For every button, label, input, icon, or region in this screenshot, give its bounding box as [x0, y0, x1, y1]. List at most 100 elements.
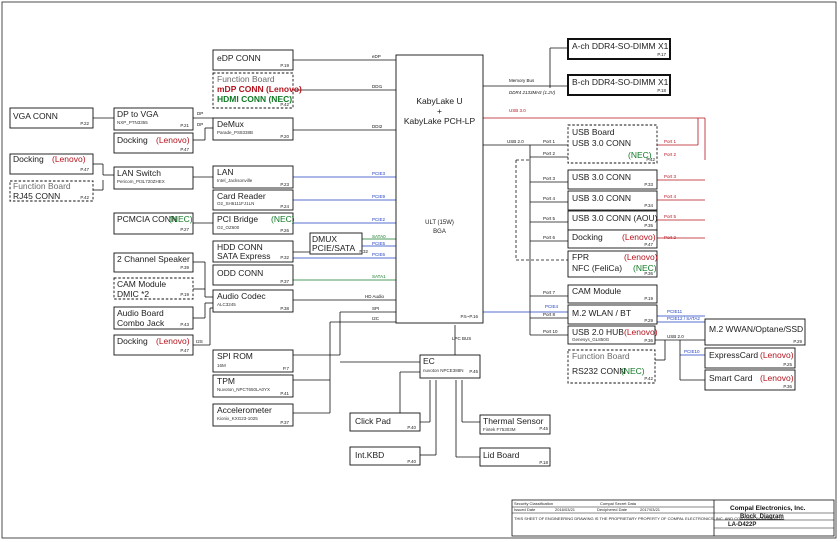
edp-conn[interactable]: eDP CONN P.19	[212, 49, 294, 71]
page-ref: P.7	[283, 366, 290, 371]
fpr-label: FPR	[572, 252, 589, 262]
hdd-conn[interactable]: HDD CONN SATA Express P.32	[212, 240, 294, 263]
docking-audio[interactable]: Docking (Lenovo) P.47	[113, 334, 194, 356]
page-ref: P.21	[180, 123, 189, 128]
fpr-nfc[interactable]: FPR (Lenovo) NFC (FeliCa) (NEC) P.36	[567, 250, 658, 278]
docking-usb[interactable]: Docking (Lenovo) P.47	[567, 229, 658, 249]
chip-size: 16M	[217, 363, 226, 368]
docking-label: Docking	[117, 336, 148, 346]
usb30-aou-label: USB 3.0 CONN (AOU)	[572, 213, 658, 223]
pci-bridge[interactable]: PCI Bridge (NEC) O2_OZ600 P.26	[212, 212, 295, 235]
docking-lan[interactable]: Docking (Lenovo) P.47	[9, 153, 94, 175]
page-ref: P.29	[793, 339, 802, 344]
usb-board[interactable]: USB Board USB 3.0 CONN (NEC) P.42	[567, 124, 658, 164]
page-ref: P.47	[180, 147, 189, 152]
port-label: Port 3	[543, 176, 556, 181]
bus-label: eDP	[372, 54, 381, 59]
page-ref: P.39	[180, 265, 189, 270]
ec-label: EC	[423, 356, 435, 366]
port-label: Port 10	[543, 329, 558, 334]
card-reader[interactable]: Card Reader O2_SH6111FJ1LN P.24	[212, 189, 294, 211]
cpu-block[interactable]: KabyLake U + KabyLake PCH-LP ULT (15W) B…	[395, 54, 484, 324]
company-name: Compal Electronics, Inc.	[730, 505, 806, 512]
int-kbd[interactable]: Int.KBD P.40	[349, 446, 421, 466]
nec-tag: (NEC)	[628, 150, 652, 160]
lan-switch-label: LAN Switch	[117, 168, 161, 178]
spi-rom[interactable]: SPI ROM 16M P.7	[212, 349, 294, 373]
speaker[interactable]: 2 Channel Speaker P.39	[113, 252, 194, 273]
docking-dp[interactable]: Docking (Lenovo) P.47	[113, 132, 194, 154]
audio-codec[interactable]: Audio Codec ALC3245 P.38	[212, 289, 294, 313]
wlan-label: M.2 WLAN / BT	[572, 308, 631, 318]
bus-label: PCIE3	[372, 171, 386, 176]
page-ref: P.42	[80, 195, 89, 200]
bus-label: LPC BUS	[452, 336, 471, 341]
page-ref: P.36	[644, 271, 653, 276]
sata-express-label: SATA Express	[217, 251, 271, 261]
pcmcia-conn[interactable]: PCMCIA CONN (NEC) P.27	[113, 212, 194, 235]
page-ref: P.41	[280, 391, 289, 396]
nec-tag: (NEC)	[633, 263, 657, 273]
usb-board-label: USB Board	[572, 127, 615, 137]
page-ref: P.47	[644, 242, 653, 247]
page-ref: P.47	[80, 167, 89, 172]
tpm[interactable]: TPM Nuvoton_NPCT650LA0YX P.41	[212, 374, 294, 398]
page-ref: P.17	[657, 52, 666, 57]
demux[interactable]: DeMux Parade_PS8338B P.20	[212, 117, 294, 141]
audio-board[interactable]: Audio Board Combo Jack P.43	[113, 306, 194, 330]
dimm-a[interactable]: A-ch DDR4-SO-DIMM X1 P.17	[567, 38, 671, 60]
dimm-b[interactable]: B-ch DDR4-SO-DIMM X1 P.18	[567, 74, 671, 96]
page-ref: P.40	[407, 425, 416, 430]
page-ref: P.20	[280, 134, 289, 139]
port-label: USB 2.0	[667, 334, 684, 339]
clickpad-label: Click Pad	[355, 416, 391, 426]
odd-label: ODD CONN	[217, 268, 263, 278]
lenovo-tag: (Lenovo)	[156, 336, 190, 346]
odd-conn[interactable]: ODD CONN P.37	[212, 264, 294, 286]
lenovo-tag: (Lenovo)	[624, 252, 658, 262]
page-ref: P.34	[644, 203, 653, 208]
click-pad[interactable]: Click Pad P.40	[349, 412, 421, 432]
usb3-conn-b[interactable]: USB 3.0 CONN P.34	[567, 190, 658, 211]
usb3-conn-aou[interactable]: USB 3.0 CONN (AOU) P.35	[567, 210, 658, 231]
wires	[93, 47, 711, 458]
ec[interactable]: EC nuvoton NPCE388N P.45	[419, 354, 481, 379]
issued-value: 2016/03/21	[555, 507, 576, 512]
m2-wwan[interactable]: M.2 WWAN/Optane/SSD P.29	[704, 318, 806, 346]
function-board-rs232[interactable]: Function Board RS232 CONN (NEC) P.42	[567, 349, 656, 384]
dmux-type-label: PCIE/SATA	[312, 243, 355, 253]
accelerometer[interactable]: Accelerometer Kionix_KXG23-1025 P.37	[212, 403, 294, 427]
cam-module-left[interactable]: CAM Module DMIC *2 P.19	[113, 277, 194, 300]
lan[interactable]: LAN Intel_Jacksonville P.23	[212, 165, 294, 189]
speaker-label: 2 Channel Speaker	[117, 254, 190, 264]
smart-card[interactable]: Smart Card (Lenovo) P.36	[704, 369, 796, 391]
cam-module-right[interactable]: CAM Module P.19	[567, 284, 658, 304]
vga-conn[interactable]: VGA CONN P.22	[9, 107, 94, 129]
dmux[interactable]: DMUX PCIE/SATA P.32	[309, 232, 368, 255]
usb2-hub[interactable]: USB 2.0 HUB (Lenovo) Genesys_GL850G P.36	[567, 325, 658, 345]
lan-switch[interactable]: LAN Switch Pericom_PI3L720ZHEX	[113, 166, 194, 190]
chip-name: Kionix_KXG23-1025	[217, 416, 258, 421]
pcmcia-label: PCMCIA CONN	[117, 214, 177, 224]
mdp-label: mDP CONN (Lenovo)	[217, 84, 302, 94]
function-board-display[interactable]: Function Board mDP CONN (Lenovo) HDMI CO…	[212, 72, 302, 109]
m2-wlan[interactable]: M.2 WLAN / BT P.29	[567, 304, 658, 325]
vga-label: VGA CONN	[13, 111, 58, 121]
port-label: Port 5	[664, 214, 677, 219]
chip-name: Pericom_PI3L720ZHEX	[117, 179, 165, 184]
thermal-sensor[interactable]: Thermal Sensor Fintek F75303M P.45	[479, 414, 551, 435]
port-label: Port 2	[664, 152, 677, 157]
usb3-conn-a[interactable]: USB 3.0 CONN P.33	[567, 169, 658, 190]
page-ref: P.47	[180, 348, 189, 353]
page-ref: P.23	[280, 182, 289, 187]
smart-label: Smart Card	[709, 373, 753, 383]
function-board-rj45[interactable]: Function Board RJ45 CONN P.42	[9, 180, 94, 202]
hdmi-label: HDMI CONN (NEC)	[217, 94, 292, 104]
dp-to-vga[interactable]: DP to VGA NXP_PTN3355 P.21	[113, 107, 194, 131]
express-card[interactable]: ExpressCard (Lenovo) P.25	[704, 347, 796, 369]
usb30-label: USB 3.0 CONN	[572, 193, 631, 203]
lid-board[interactable]: Lid Board P.18	[479, 447, 551, 467]
port-label: Port 3	[664, 174, 677, 179]
page-ref: P.36	[644, 338, 653, 343]
